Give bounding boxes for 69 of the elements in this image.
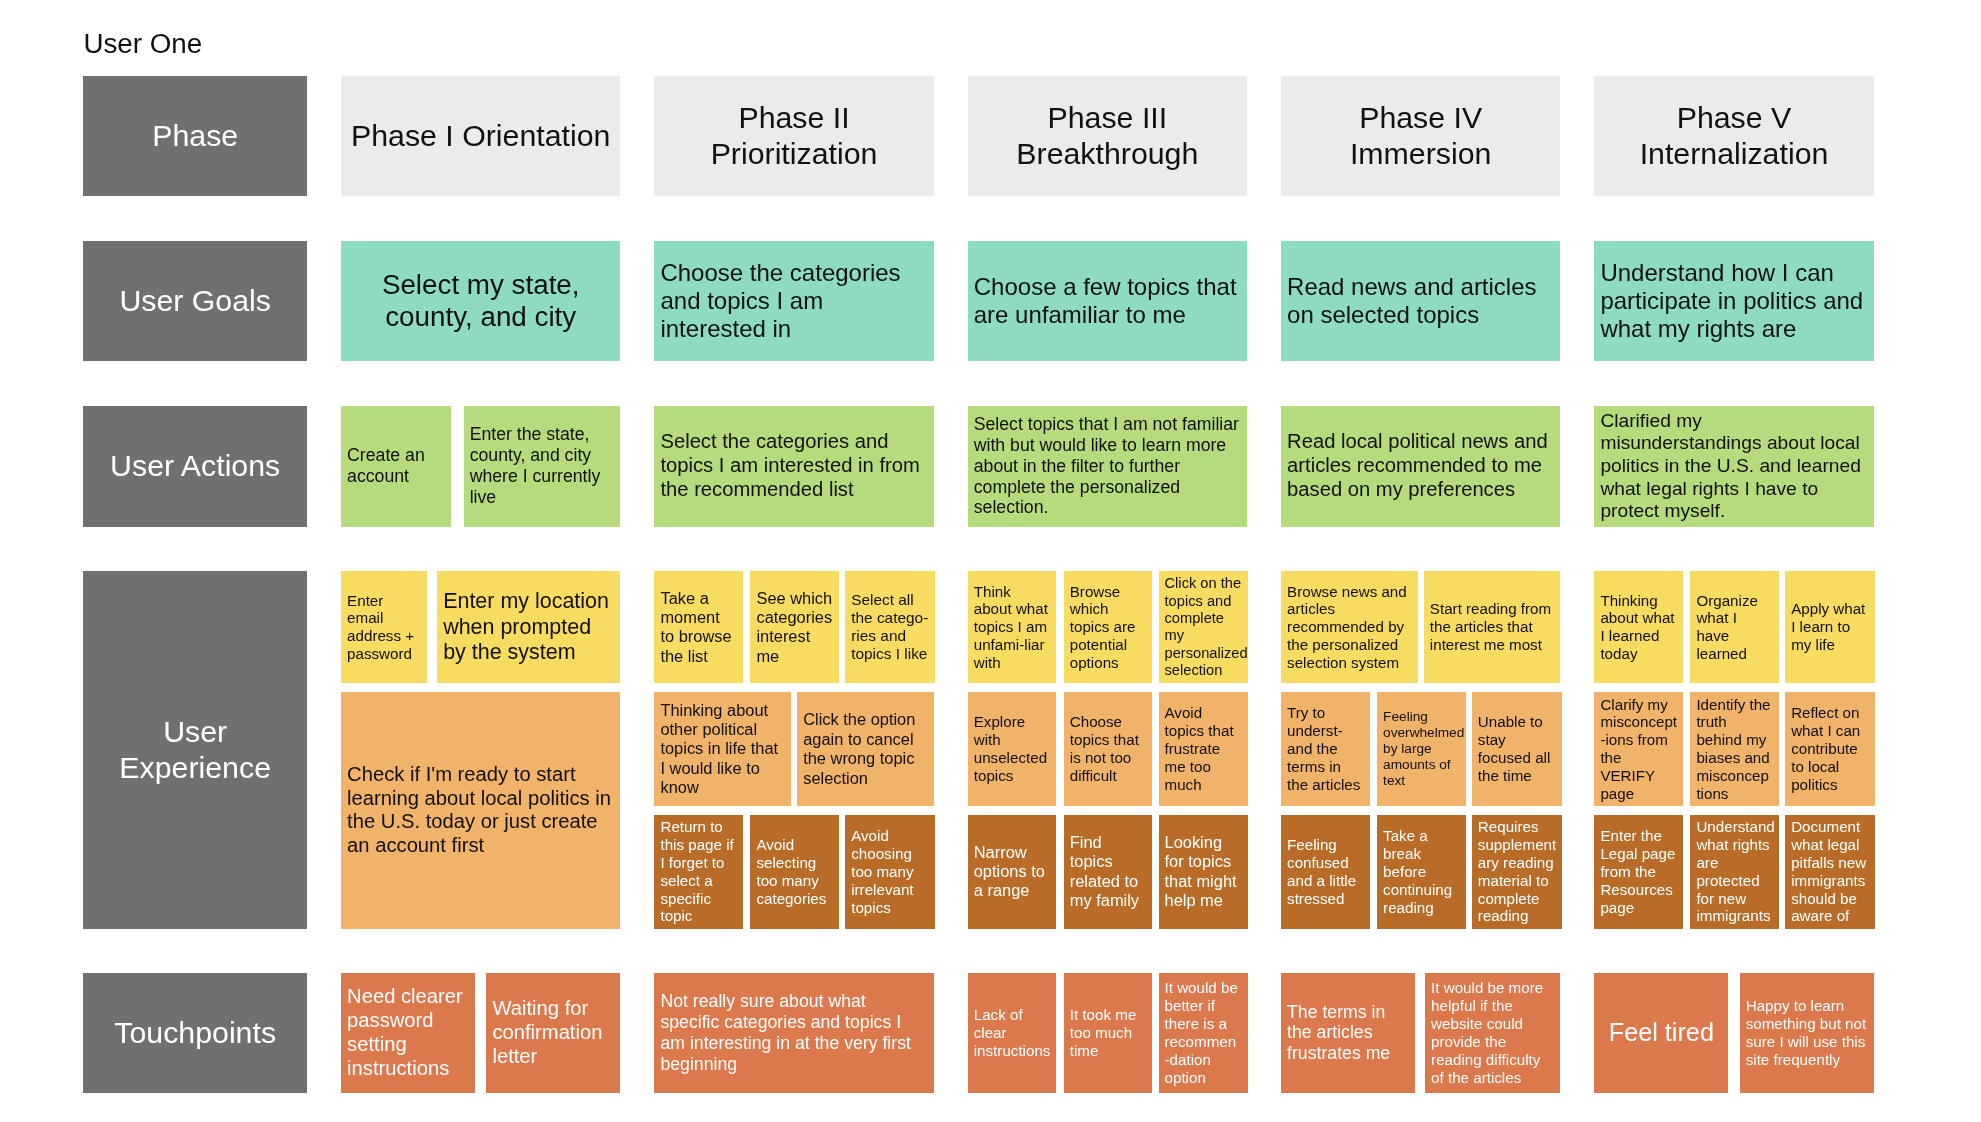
phase-header: Phase II Prioritization	[654, 75, 934, 196]
goal-card: Choose a few topics that are unfamiliar to me	[967, 241, 1247, 362]
sticky-note: Looking for topics that might help me	[1158, 814, 1249, 929]
sticky-note: Start reading from the articles that interest me most	[1423, 571, 1561, 684]
action-card: Read local political news and articles recommended to me based on my preferences	[1281, 405, 1561, 527]
sticky-note: Click on the topics and complete my personalized selection	[1158, 571, 1249, 684]
phase-header: Phase I Orientation	[341, 75, 621, 196]
action-card: Select the categories and topics I am interested in from the recommended list	[654, 405, 934, 527]
sticky-note: Browse news and articles recommended by the personalized selection system	[1281, 571, 1418, 684]
sticky-note: See which categories interest me	[750, 571, 839, 684]
sticky-note: Understand what rights are protected for new immigrants	[1690, 814, 1779, 929]
sticky-note: Reflect on what I can contribute to local politics	[1785, 692, 1875, 807]
sticky-note: Unable to stay focused all the time	[1471, 692, 1562, 807]
page-title: User One	[83, 27, 203, 60]
sticky-note: Explore with unselected topics	[967, 692, 1057, 807]
phase-header: Phase V Internalization	[1594, 75, 1874, 196]
row-header: User Experience	[83, 571, 307, 929]
sticky-note: Enter my location when prompted by the system	[437, 571, 621, 684]
goal-card: Choose the categories and topics I am interested in	[654, 241, 934, 362]
sticky-note: Document what legal pitfalls new immigrants should be aware of	[1785, 814, 1875, 929]
touchpoint-card: Need clearer password setting instructions	[341, 972, 475, 1093]
touchpoint-card: The terms in the articles frustrates me	[1281, 972, 1415, 1093]
sticky-note: Clarify my misconcept -ions from the VERIFY page	[1594, 692, 1683, 807]
sticky-note: Click the option again to cancel the wrong topic selection	[797, 692, 934, 807]
sticky-note: Take a break before continuing reading	[1377, 814, 1466, 929]
touchpoint-card: Lack of clear instructions	[967, 972, 1057, 1093]
sticky-note: Return to this page if I forget to select a specific topic	[654, 814, 743, 929]
touchpoint-card: It would be more helpful if the website could provide the reading difficulty of the articles	[1425, 972, 1561, 1093]
row-header: Phase	[83, 75, 307, 196]
sticky-note: Apply what I learn to my life	[1785, 571, 1875, 684]
touchpoint-card: Feel tired	[1594, 972, 1729, 1093]
sticky-note: Feeling confused and a little stressed	[1281, 814, 1370, 929]
sticky-note: Find topics related to my family	[1063, 814, 1153, 929]
sticky-note: Take a moment to browse the list	[654, 571, 743, 684]
sticky-note: Avoid topics that frustrate me too much	[1158, 692, 1249, 807]
phase-header: Phase IV Immersion	[1281, 75, 1561, 196]
sticky-note: Organize what I have learned	[1690, 571, 1779, 684]
sticky-note: Think about what topics I am unfami-liar with	[967, 571, 1057, 684]
touchpoint-card: It would be better if there is a recommen -dation option	[1158, 972, 1249, 1093]
phase-header: Phase III Breakthrough	[967, 75, 1247, 196]
sticky-note: Requires supplement ary reading material to complete reading	[1471, 814, 1562, 929]
touchpoint-card: Happy to learn something but not sure I will use this site frequently	[1739, 972, 1874, 1093]
sticky-note: Thinking about what I learned today	[1594, 571, 1683, 684]
touchpoint-card: Not really sure about what specific categories and topics I am interesting in at the very first beginning	[654, 972, 934, 1093]
goal-card: Select my state, county, and city	[341, 241, 621, 362]
sticky-note: Feeling overwhelmed by large amounts of text	[1377, 692, 1466, 807]
action-card: Select topics that I am not familiar with but would like to learn more about in the filter to further complete the personalized selection.	[967, 405, 1247, 527]
sticky-note: Select all the catego-ries and topics I like	[845, 571, 935, 684]
row-header: Touchpoints	[83, 972, 307, 1093]
action-card: Create an account	[341, 405, 451, 527]
goal-card: Read news and articles on selected topics	[1281, 241, 1561, 362]
sticky-note: Browse which topics are potential options	[1063, 571, 1153, 684]
sticky-note: Enter the Legal page from the Resources page	[1594, 814, 1683, 929]
row-header: User Actions	[83, 405, 307, 527]
action-card: Enter the state, county, and city where I currently live	[463, 405, 621, 527]
row-header: User Goals	[83, 241, 307, 362]
touchpoint-card: Waiting for confirmation letter	[486, 972, 621, 1093]
sticky-note: Choose topics that is not too difficult	[1063, 692, 1153, 807]
sticky-note: Enter email address + password	[341, 571, 427, 684]
sticky-note: Narrow options to a range	[967, 814, 1057, 929]
sticky-note: Avoid choosing too many irrelevant topics	[845, 814, 935, 929]
sticky-note: Try to underst-and the terms in the articles	[1281, 692, 1370, 807]
sticky-note: Identify the truth behind my biases and misconcep tions	[1690, 692, 1779, 807]
action-card: Clarified my misunderstandings about local politics in the U.S. and learned what legal rights I have to protect myself.	[1594, 405, 1874, 527]
goal-card: Understand how I can participate in politics and what my rights are	[1594, 241, 1874, 362]
touchpoint-card: It took me too much time	[1063, 972, 1153, 1093]
sticky-note: Thinking about other political topics in life that I would like to know	[654, 692, 791, 807]
sticky-note: Avoid selecting too many categories	[750, 814, 839, 929]
sticky-note: Check if I'm ready to start learning about local politics in the U.S. today or just create an account first	[341, 692, 621, 929]
